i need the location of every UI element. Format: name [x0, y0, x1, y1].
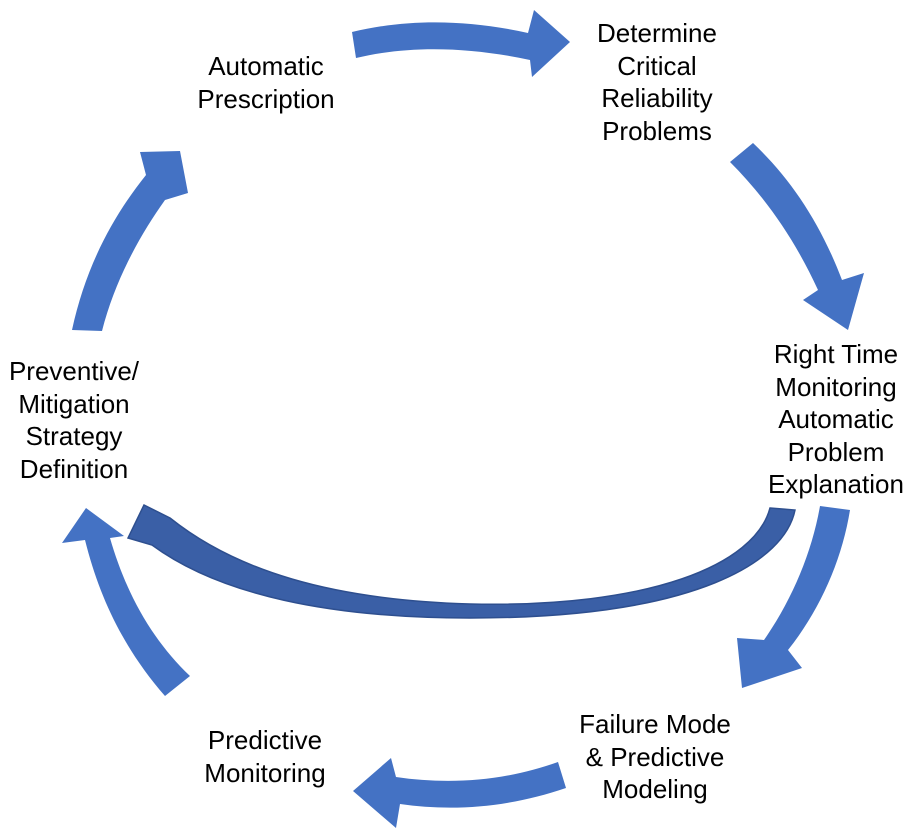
node-line: Problem	[787, 436, 885, 467]
arrow-predictive-to-preventive	[62, 508, 190, 696]
node-line: Predictive	[207, 725, 323, 755]
node-line: Strategy	[25, 421, 123, 451]
node-line: Preventive/	[8, 356, 140, 386]
node-line: Prescription	[197, 83, 335, 114]
arrow-preventive-to-prescription	[72, 151, 188, 331]
node-line: Automatic	[778, 404, 894, 434]
node-line: Explanation	[768, 469, 904, 499]
node-line: Critical	[617, 50, 697, 81]
node-right-time-monitoring: Right Time Monitoring Automatic Problem …	[751, 338, 920, 501]
node-line: Problems	[602, 115, 712, 146]
node-line: Reliability	[601, 83, 713, 113]
node-line: Automatic	[208, 51, 324, 81]
node-predictive-monitoring: Predictive Monitoring	[170, 724, 360, 789]
node-line: Failure Mode	[579, 709, 731, 739]
node-line: Monitoring	[775, 371, 897, 402]
arrow-failure-to-predictive	[353, 758, 566, 828]
node-automatic-prescription: Automatic Prescription	[171, 50, 361, 115]
node-line: Right Time	[773, 339, 899, 369]
node-line: Determine	[597, 18, 717, 48]
node-preventive-mitigation-strategy: Preventive/ Mitigation Strategy Definiti…	[0, 355, 148, 485]
node-line: Modeling	[602, 774, 708, 804]
node-failure-mode-predictive-modeling: Failure Mode & Predictive Modeling	[550, 708, 760, 806]
node-line: Mitigation	[18, 388, 130, 419]
node-line: Definition	[19, 453, 129, 484]
node-line: Monitoring	[204, 757, 326, 788]
arrow-prescription-to-determine	[352, 10, 570, 77]
arrow-feedback-right-time-to-preventive	[126, 503, 796, 619]
arrow-right-time-to-failure	[737, 506, 850, 688]
arrow-determine-to-right-time	[730, 143, 864, 330]
node-line: & Predictive	[585, 741, 725, 772]
node-determine-critical-reliability-problems: Determine Critical Reliability Problems	[562, 17, 752, 147]
